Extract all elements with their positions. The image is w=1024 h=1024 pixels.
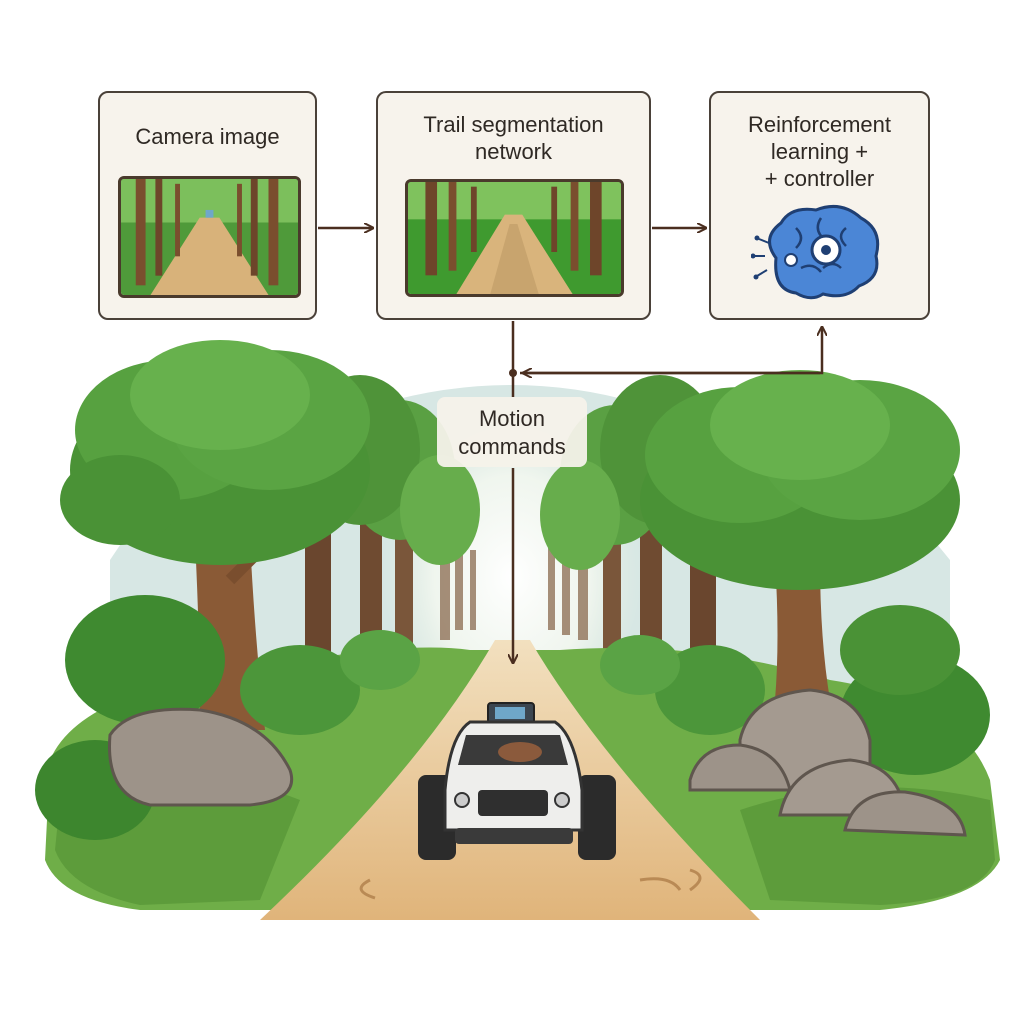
bushes-left [35,595,420,840]
distant-trunks [440,520,588,640]
reinforcement-learning-title: Reinforcement learning + + controller [747,112,892,191]
large-tree-right [640,370,960,700]
camera-thumbnail [118,176,301,298]
bushes-right [600,605,990,775]
rock-left [108,707,293,807]
robot-vehicle-icon [418,702,616,860]
segmentation-thumbnail [405,179,624,297]
trail-segmentation-title: Trail segmentation network [423,112,604,164]
camera-image-title: Camera image [135,124,280,149]
motion-commands-label: Motion commands [437,397,587,467]
large-tree-left [60,340,370,730]
rocks-right [688,688,967,837]
reinforcement-learning-box: Reinforcement learning + + controller [709,91,930,320]
camera-image-box: Camera image [98,91,317,320]
trail-segmentation-box: Trail segmentation network [376,91,651,320]
brain-icon [751,204,880,300]
